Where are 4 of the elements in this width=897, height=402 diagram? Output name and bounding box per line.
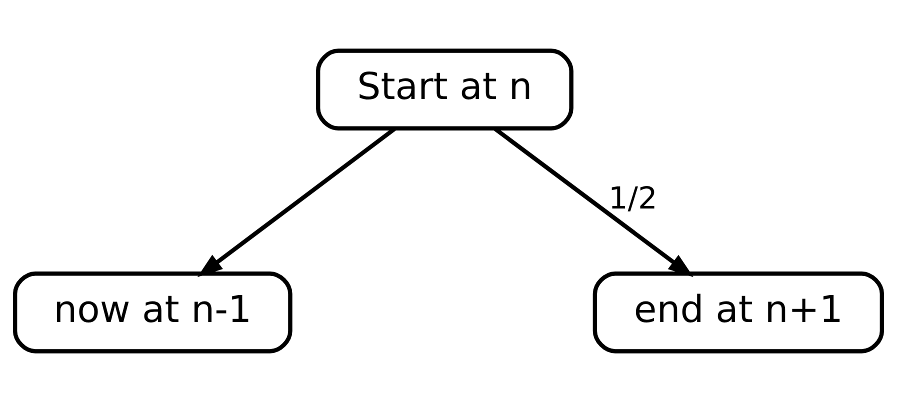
node-box: now at n-1 [12, 271, 292, 354]
node-box: Start at n [316, 48, 574, 131]
node-box: end at n+1 [592, 271, 884, 354]
edge-label: 1/2 [608, 181, 658, 216]
